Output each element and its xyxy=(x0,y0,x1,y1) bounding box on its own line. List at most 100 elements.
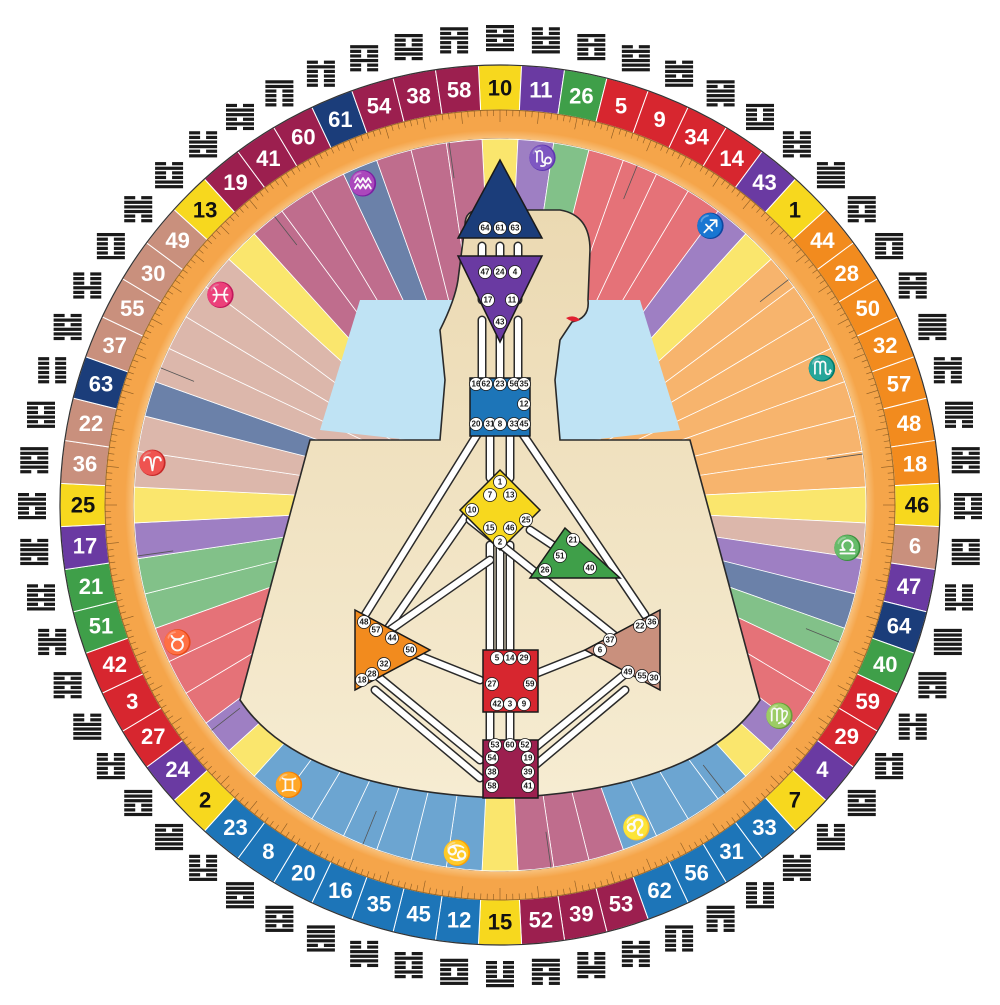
zodiac-cancer-icon: ♋ xyxy=(442,838,472,867)
hexagram-icon xyxy=(20,447,48,473)
hexagram-icon xyxy=(189,855,217,881)
center-gate-label: 15 xyxy=(486,524,495,533)
hexagram-icon xyxy=(155,162,183,188)
gate-number-label: 2 xyxy=(199,787,211,812)
hexagram-icon xyxy=(875,753,903,779)
gate-number-label: 59 xyxy=(856,689,880,714)
center-gate-label: 40 xyxy=(586,564,595,573)
center-gate-label: 27 xyxy=(488,680,497,689)
center-gate-label: 45 xyxy=(520,420,529,429)
gate-number-label: 45 xyxy=(406,901,430,926)
gate-number-label: 26 xyxy=(569,84,593,109)
hexagram-icon xyxy=(54,314,82,340)
center-gate-label: 62 xyxy=(482,380,491,389)
hexagram-icon xyxy=(848,196,876,222)
zodiac-leo-icon: ♌ xyxy=(622,813,652,842)
zodiac-sagittarius-icon: ♐ xyxy=(696,211,726,240)
center-gate-label: 60 xyxy=(506,741,515,750)
hexagram-icon xyxy=(622,941,650,967)
center-gate-label: 57 xyxy=(372,626,381,635)
hexagram-icon xyxy=(532,27,560,53)
center-gate-label: 59 xyxy=(526,680,535,689)
hexagram-icon xyxy=(783,131,811,157)
center-gate-label: 38 xyxy=(488,768,497,777)
zodiac-pisces-icon: ♓ xyxy=(206,280,236,309)
hexagram-icon xyxy=(440,27,468,53)
center-gate-label: 10 xyxy=(468,506,477,515)
center-gate-label: 19 xyxy=(524,754,533,763)
center-gate-label: 48 xyxy=(360,618,369,627)
center-gate-label: 3 xyxy=(508,700,513,709)
center-gate-label: 61 xyxy=(496,224,505,233)
hexagram-icon xyxy=(899,272,927,298)
center-gate-label: 39 xyxy=(524,768,533,777)
zodiac-capricorn-icon: ♑ xyxy=(528,143,558,172)
center-gate-label: 53 xyxy=(491,741,500,750)
hexagram-icon xyxy=(532,959,560,985)
hexagram-icon xyxy=(918,314,946,340)
center-gate-label: 51 xyxy=(556,552,565,561)
hexagram-icon xyxy=(307,925,335,951)
center-gate-label: 25 xyxy=(522,516,531,525)
hexagram-icon xyxy=(622,45,650,71)
zodiac-virgo-icon: ♍ xyxy=(765,701,795,730)
hexagram-icon xyxy=(918,672,946,698)
gate-number-label: 7 xyxy=(789,787,801,812)
hexagram-icon xyxy=(226,104,254,130)
center-gate-label: 24 xyxy=(496,268,505,277)
hexagram-icon xyxy=(307,61,335,87)
hexagram-icon xyxy=(27,402,55,428)
hexagram-icon xyxy=(38,629,66,655)
hexagram-icon xyxy=(934,357,962,383)
gate-number-label: 16 xyxy=(328,878,352,903)
zodiac-taurus-icon: ♉ xyxy=(163,627,193,656)
hexagram-icon xyxy=(265,80,293,106)
gate-number-label: 56 xyxy=(684,860,708,885)
gate-number-label: 32 xyxy=(873,333,897,358)
hexagram-icon xyxy=(124,790,152,816)
center-gate-label: 4 xyxy=(513,268,518,277)
hexagram-icon xyxy=(952,539,980,565)
gate-number-label: 4 xyxy=(816,757,829,782)
gate-number-label: 57 xyxy=(887,371,911,396)
gate-number-label: 53 xyxy=(609,892,633,917)
gate-number-label: 49 xyxy=(165,228,189,253)
center-gate-label: 32 xyxy=(380,660,389,669)
center-gate-label: 26 xyxy=(541,566,550,575)
gate-number-label: 37 xyxy=(103,333,127,358)
hexagram-icon xyxy=(155,824,183,850)
center-gate-label: 50 xyxy=(406,646,415,655)
center-gate-label: 41 xyxy=(524,782,533,791)
hexagram-icon xyxy=(350,941,378,967)
center-gate-label: 42 xyxy=(493,700,502,709)
gate-number-label: 29 xyxy=(834,724,858,749)
hexagram-icon xyxy=(665,925,693,951)
hexagram-icon xyxy=(577,952,605,978)
hexagram-icon xyxy=(97,753,125,779)
zodiac-gemini-icon: ♊ xyxy=(274,770,304,799)
center-gate-label: 28 xyxy=(368,670,377,679)
center-gate-label: 22 xyxy=(636,622,645,631)
hexagram-icon xyxy=(124,196,152,222)
hexagram-icon xyxy=(954,493,982,519)
gate-number-label: 64 xyxy=(887,614,912,639)
gate-number-label: 9 xyxy=(653,107,665,132)
hexagram-icon xyxy=(934,629,962,655)
hexagram-icon xyxy=(27,584,55,610)
gate-number-label: 41 xyxy=(256,146,280,171)
center-gate-label: 13 xyxy=(506,491,515,500)
center-gate-label: 2 xyxy=(498,538,503,547)
hexagram-icon xyxy=(945,584,973,610)
gate-number-label: 31 xyxy=(719,839,743,864)
gate-number-label: 60 xyxy=(291,125,315,150)
hexagram-icon xyxy=(73,272,101,298)
gate-number-label: 38 xyxy=(406,84,430,109)
hexagram-icon xyxy=(899,714,927,740)
center-gate-label: 37 xyxy=(606,636,615,645)
center-gate-label: 21 xyxy=(569,536,578,545)
center-gate-label: 6 xyxy=(598,646,603,655)
center-gate-label: 14 xyxy=(506,654,515,663)
gate-number-label: 27 xyxy=(141,724,165,749)
